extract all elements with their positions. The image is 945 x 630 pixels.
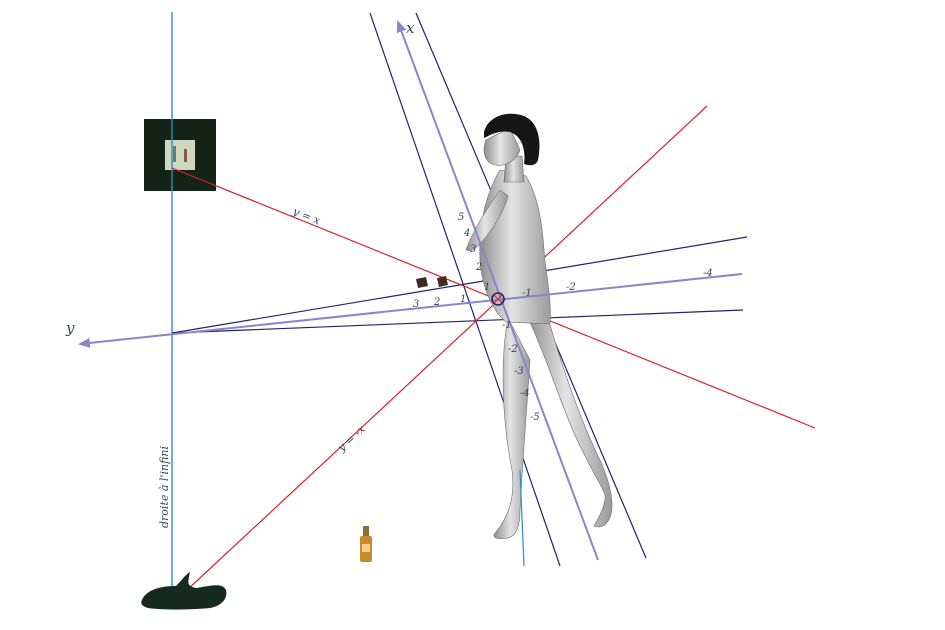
framed-picture-icon [144,119,216,191]
y-tick: 3 [413,299,419,310]
figure-stem-line [519,469,525,567]
dark-line-4 [171,309,744,334]
origin-cross [493,294,503,304]
x-tick: -2 [508,344,518,355]
vertical-caption: droite à l'infini [158,446,171,528]
y-tick: -2 [566,282,576,293]
label-y-eq-neg-x: y = -x [334,422,368,455]
x-tick: -3 [514,366,524,377]
x-tick: -5 [530,412,540,423]
y-axis-label: y [65,319,75,337]
dark-line-3 [171,236,748,334]
y-tick: 1 [460,294,466,305]
x-tick: 1 [484,282,490,293]
y-tick: -1 [522,288,532,299]
x-tick: 5 [458,212,464,223]
woman-figure-icon [465,113,613,540]
x-tick: 2 [475,262,482,273]
small-object-icon [416,276,448,288]
x-tick: 3 [470,244,476,255]
label-y-eq-x: y = x [290,204,323,227]
x-tick: -4 [520,388,530,399]
x-axis-label: x [406,19,415,37]
perfume-bottle-icon [360,526,372,562]
y-axis [78,273,743,348]
line-y-eq-neg-x [171,105,708,605]
dark-line-1 [369,12,561,567]
slipper-icon [141,572,227,610]
origin-circle-icon [491,292,505,306]
y-tick: -4 [703,268,713,279]
x-axis [396,20,599,561]
y-tick: 2 [433,297,440,308]
x-tick: 4 [463,228,470,239]
x-tick: -1 [502,320,512,331]
